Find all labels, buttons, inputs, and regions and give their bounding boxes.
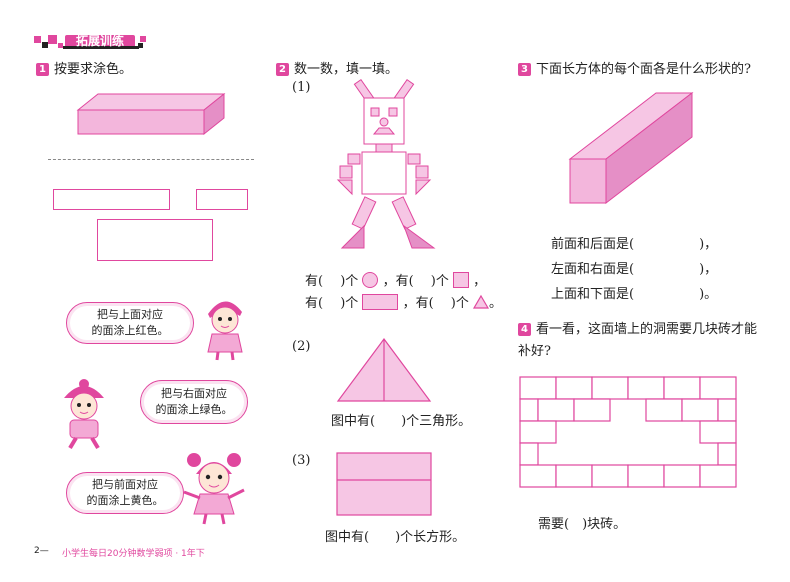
- footer-book-title: 小学生每日20分钟数学弱项 · 1年下: [62, 549, 205, 559]
- q1-face-short[interactable]: [196, 189, 248, 210]
- q4-answer: 需要( )块砖。: [538, 517, 627, 532]
- q2-title: 2 数一数，填一填。: [276, 58, 398, 77]
- header-decoration: [34, 35, 146, 49]
- q1-number: 1: [36, 63, 49, 76]
- q2-part3-label: (3): [292, 453, 311, 468]
- boy-icon: [64, 379, 104, 450]
- triangle-figure: [336, 337, 432, 402]
- rectangle-shape-icon: [362, 294, 399, 310]
- q3-number: 3: [518, 63, 531, 76]
- q4-title-line2: 补好?: [518, 344, 551, 359]
- q1-bubble-front: 把与前面对应 的面涂上黄色。: [66, 472, 184, 514]
- q3-line-left-right: 左面和右面是( )，: [551, 262, 718, 277]
- q2-part1-row2: 有( )个 ，有( )个 。: [305, 294, 502, 311]
- q3-cuboid: [568, 91, 694, 205]
- q3-title: 3 下面长方体的每个面各是什么形状的?: [518, 58, 751, 77]
- header-title: 拓展训练: [75, 34, 124, 48]
- q2-title-text: 数一数，填一填。: [294, 62, 399, 77]
- q4-number: 4: [518, 323, 531, 336]
- girl-2-icon: [183, 453, 245, 525]
- header-band: 拓展训练: [34, 34, 146, 50]
- q1-title: 1 按要求涂色。: [36, 58, 132, 77]
- q1-bubble-right: 把与右面对应 的面涂上绿色。: [140, 380, 248, 424]
- q3-line-front-back: 前面和后面是( )，: [551, 237, 718, 252]
- q2-part1-row1: 有( )个 ，有( )个 ，: [305, 272, 487, 289]
- girl-1-icon: [207, 301, 243, 361]
- q1-dashed-divider: [48, 159, 254, 160]
- q2-part3-text: 图中有( )个长方形。: [325, 530, 466, 545]
- robot-figure: [336, 78, 436, 249]
- square-shape-icon: [452, 272, 469, 288]
- q1-title-text: 按要求涂色。: [54, 62, 133, 77]
- q3-title-text: 下面长方体的每个面各是什么形状的?: [536, 62, 751, 77]
- triangle-shape-icon: [472, 294, 490, 309]
- q2-number: 2: [276, 63, 289, 76]
- q2-part2-text: 图中有( )个三角形。: [331, 414, 472, 429]
- q3-line-top-bottom: 上面和下面是( )。: [551, 287, 718, 302]
- q2-part1-label: (1): [292, 80, 311, 95]
- q1-face-long[interactable]: [53, 189, 170, 210]
- q4-title-line1: 看一看，这面墙上的洞需要几块砖才能: [536, 322, 758, 337]
- circle-shape-icon: [362, 272, 379, 288]
- q4-title: 4 看一看，这面墙上的洞需要几块砖才能: [518, 318, 757, 337]
- brick-wall: [519, 376, 737, 488]
- rectangle-figure: [336, 452, 432, 516]
- q2-part2-label: (2): [292, 339, 311, 354]
- q1-cuboid: [76, 92, 226, 136]
- q1-bubble-top: 把与上面对应 的面涂上红色。: [66, 302, 194, 344]
- q1-face-front[interactable]: [97, 219, 213, 261]
- footer-page-number: 2—: [34, 546, 49, 556]
